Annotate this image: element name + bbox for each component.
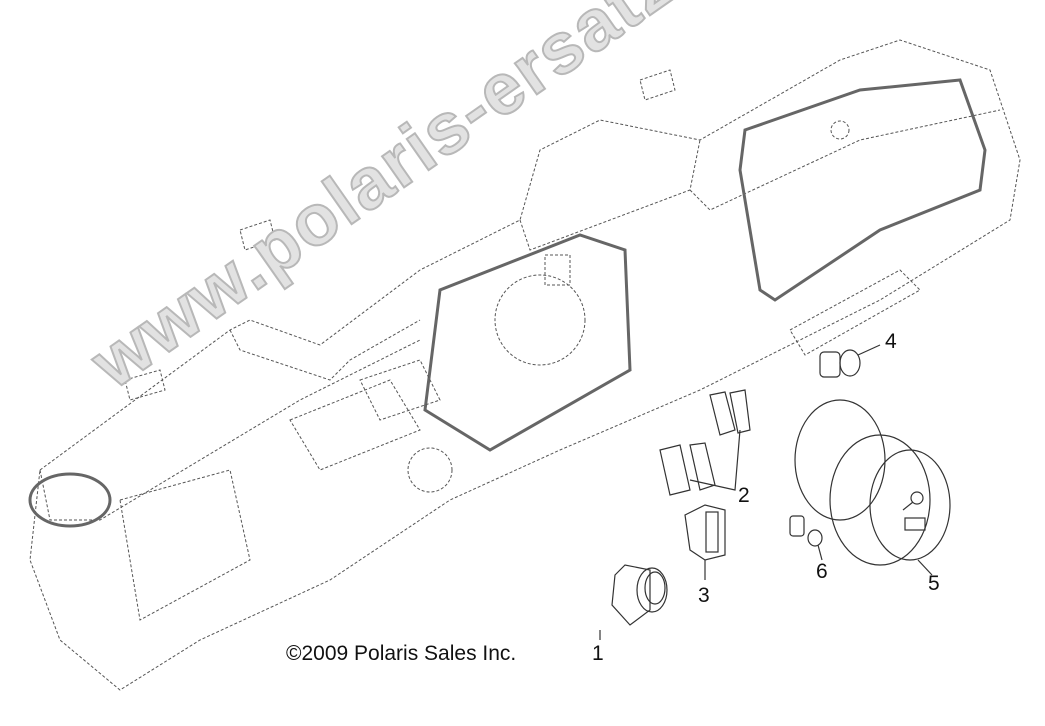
callout-1: 1 xyxy=(592,642,604,665)
callout-4: 4 xyxy=(885,330,897,353)
callout-5: 5 xyxy=(928,572,940,595)
rocker-switch-part xyxy=(684,504,726,580)
dashboard-assembly xyxy=(28,39,1021,691)
power-outlet-part xyxy=(819,344,881,378)
copyright-notice: ©2009 Polaris Sales Inc. xyxy=(286,642,517,665)
speedometer-gauge-part xyxy=(794,399,951,576)
ignition-switch-part xyxy=(599,564,668,640)
callout-2: 2 xyxy=(738,484,750,507)
callout-6: 6 xyxy=(816,560,828,583)
rocker-switch-blanks-part xyxy=(659,389,751,496)
indicator-bulb-part xyxy=(789,515,823,561)
callout-3: 3 xyxy=(698,584,710,607)
